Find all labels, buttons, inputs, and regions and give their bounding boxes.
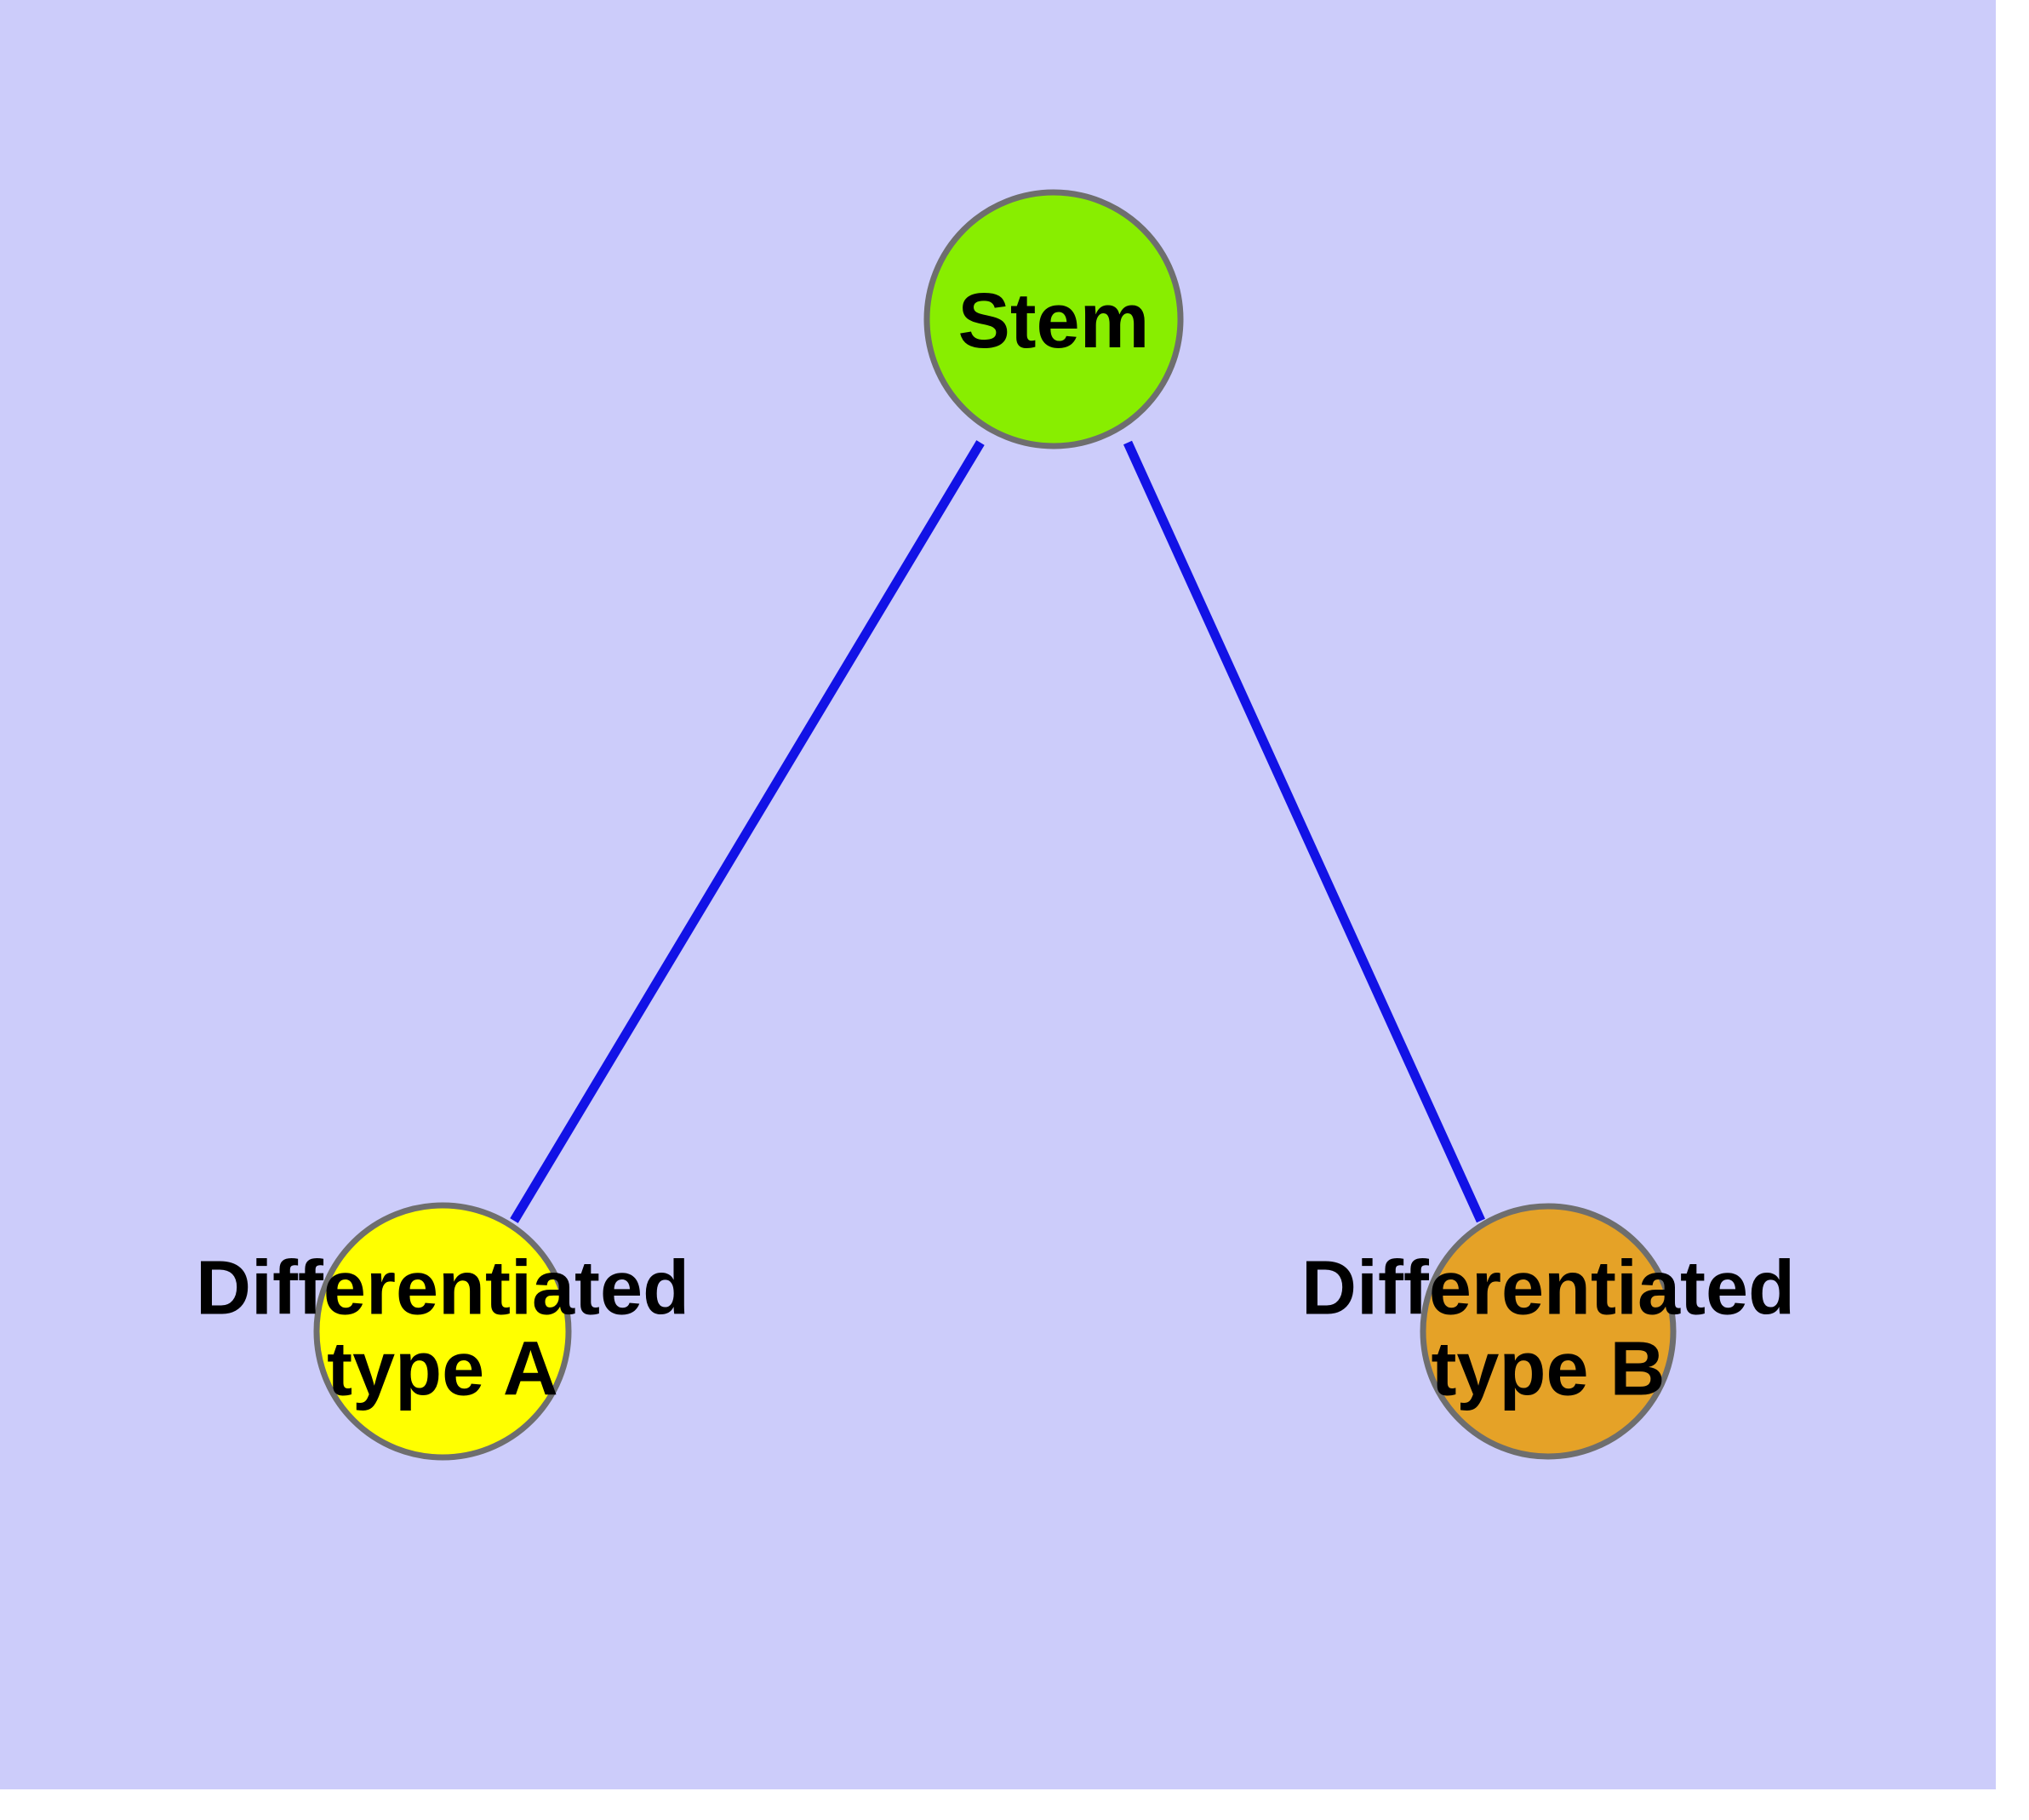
edge-stem-to-type-b	[1123, 440, 1486, 1223]
node-stem[interactable]	[923, 189, 1184, 449]
edge-layer	[510, 440, 1486, 1223]
node-type-a[interactable]	[313, 1202, 572, 1461]
edge-stem-to-type-a	[510, 440, 985, 1223]
node-type-b[interactable]	[1420, 1203, 1677, 1460]
node-layer	[313, 189, 1677, 1461]
